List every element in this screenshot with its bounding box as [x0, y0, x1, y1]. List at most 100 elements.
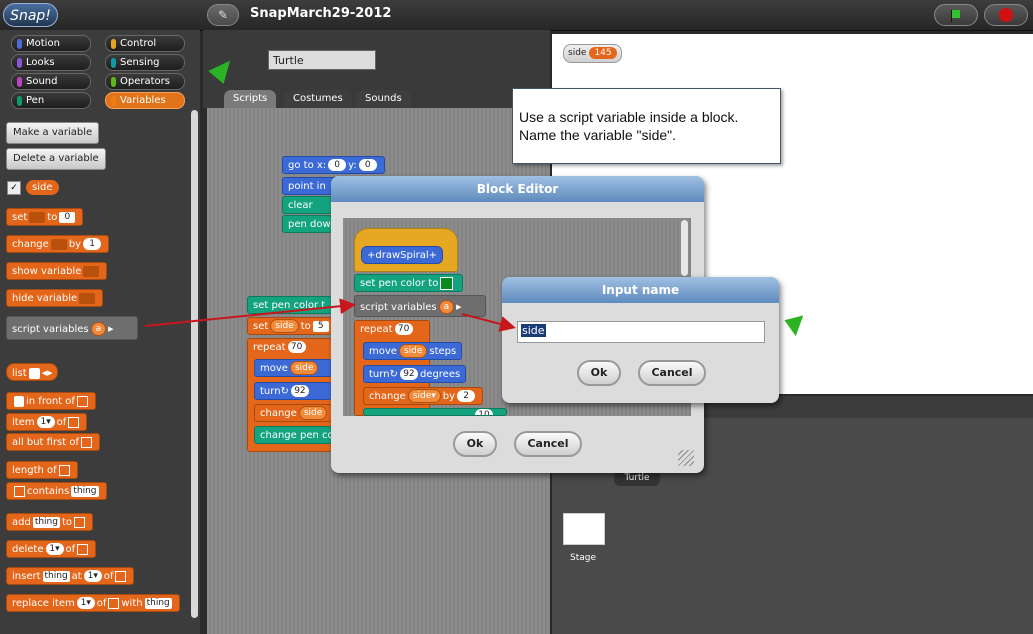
value-slot[interactable]: thing [32, 516, 60, 528]
list-icon[interactable] [81, 436, 93, 448]
value-slot[interactable]: 1▾ [76, 597, 95, 609]
drawspiral-prototype[interactable]: +drawSpiral+ [361, 246, 444, 264]
value-slot[interactable]: 0 [59, 211, 76, 223]
list-icon[interactable] [108, 597, 120, 609]
var-slot[interactable]: side [298, 406, 328, 420]
list-block[interactable]: list◀▶ [6, 363, 59, 381]
var-slot[interactable]: side [398, 344, 428, 358]
category-motion[interactable]: Motion [11, 35, 91, 52]
show-variable-block[interactable]: show variable [6, 262, 108, 280]
pen-down-block[interactable]: pen dow [282, 215, 332, 233]
var-slot[interactable]: side▾ [407, 389, 441, 403]
list-icon[interactable] [58, 464, 70, 476]
plus-icon[interactable]: + [428, 250, 438, 261]
snap-logo[interactable]: Snap! [3, 3, 58, 27]
arrow-right-icon[interactable]: ▶ [108, 325, 114, 333]
corral-sprite-turtle[interactable]: Turtle [614, 470, 660, 486]
category-sound[interactable]: Sound [11, 73, 91, 90]
value-slot[interactable] [14, 395, 24, 407]
category-variables[interactable]: Variables [105, 92, 185, 109]
all-but-first-block[interactable]: all but first of [6, 433, 101, 451]
block-editor-ok-button[interactable]: Ok [453, 431, 497, 457]
set-pen-color-to-block[interactable]: set pen color to [354, 274, 463, 292]
stop-button[interactable] [984, 4, 1028, 26]
block-editor-cancel-button[interactable]: Cancel [514, 431, 582, 457]
stage-thumbnail[interactable] [563, 513, 605, 545]
value-slot[interactable]: 10 [475, 409, 493, 415]
block-editor-scrollbar[interactable] [681, 220, 688, 276]
input-ok-button[interactable]: Ok [577, 360, 621, 386]
arrows-icon[interactable]: ◀▶ [41, 369, 53, 377]
input-cancel-button[interactable]: Cancel [638, 360, 706, 386]
var-dropdown[interactable] [29, 211, 46, 223]
category-sensing[interactable]: Sensing [105, 54, 185, 71]
green-flag-button[interactable] [934, 4, 978, 26]
arrow-right-icon[interactable]: ▶ [456, 303, 462, 311]
resize-handle-icon[interactable] [678, 450, 694, 466]
category-control[interactable]: Control [105, 35, 185, 52]
category-operators[interactable]: Operators [105, 73, 185, 90]
variable-side-reporter[interactable]: side [26, 180, 59, 195]
value-slot[interactable]: 92 [399, 368, 418, 380]
value-slot[interactable]: 70 [394, 323, 413, 335]
value-slot[interactable]: 0 [358, 159, 377, 171]
list-icon[interactable] [74, 516, 86, 528]
tab-scripts[interactable]: Scripts [224, 90, 277, 108]
list-icon[interactable] [68, 416, 80, 428]
make-variable-button[interactable]: Make a variable [6, 122, 100, 144]
color-swatch[interactable] [440, 276, 454, 290]
value-slot[interactable]: 1 [83, 238, 102, 250]
value-slot[interactable]: 5 [312, 320, 329, 332]
value-slot[interactable]: thing [144, 597, 172, 609]
variable-checkbox[interactable]: ✓ [7, 181, 21, 195]
value-slot[interactable]: 0 [328, 159, 347, 171]
turn-block[interactable]: turn↻92 [254, 382, 332, 400]
list-icon[interactable] [77, 543, 89, 555]
script-var-slot[interactable]: a [438, 300, 455, 314]
tab-costumes[interactable]: Costumes [284, 90, 352, 108]
category-looks[interactable]: Looks [11, 54, 91, 71]
category-pen[interactable]: Pen [11, 92, 91, 109]
value-slot[interactable]: 92 [290, 385, 309, 397]
sprite-name-field[interactable]: Turtle [268, 50, 376, 70]
value-slot[interactable]: 2 [457, 390, 476, 402]
block-editor-title[interactable]: Block Editor [331, 176, 704, 202]
value-slot[interactable]: 70 [287, 341, 306, 353]
delete-variable-button[interactable]: Delete a variable [6, 148, 106, 170]
value-slot[interactable]: thing [42, 570, 70, 582]
script-var-slot[interactable]: a [90, 322, 107, 336]
value-slot[interactable]: 1▾ [45, 543, 64, 555]
hide-variable-block[interactable]: hide variable [6, 289, 104, 307]
clear-block[interactable]: clear [282, 196, 332, 214]
var-slot[interactable]: side [270, 319, 299, 333]
list-icon[interactable] [76, 395, 88, 407]
editor-cut-block[interactable]: 10 [363, 408, 507, 416]
variable-name-input[interactable]: side [517, 321, 765, 343]
value-slot[interactable]: thing [71, 485, 99, 497]
value-slot[interactable]: 1▾ [36, 416, 55, 428]
var-dropdown[interactable] [50, 238, 67, 250]
var-dropdown[interactable] [79, 292, 96, 304]
set-pen-color-block[interactable]: set pen color t [247, 296, 332, 314]
value-slot[interactable]: 1▾ [83, 570, 102, 582]
change-pen-color-block[interactable]: change pen co [254, 426, 334, 444]
var-dropdown[interactable] [83, 265, 100, 277]
list-slot[interactable] [28, 367, 40, 379]
in-front-of-block[interactable]: in front of [6, 392, 96, 410]
palette-scrollbar[interactable] [191, 110, 198, 618]
